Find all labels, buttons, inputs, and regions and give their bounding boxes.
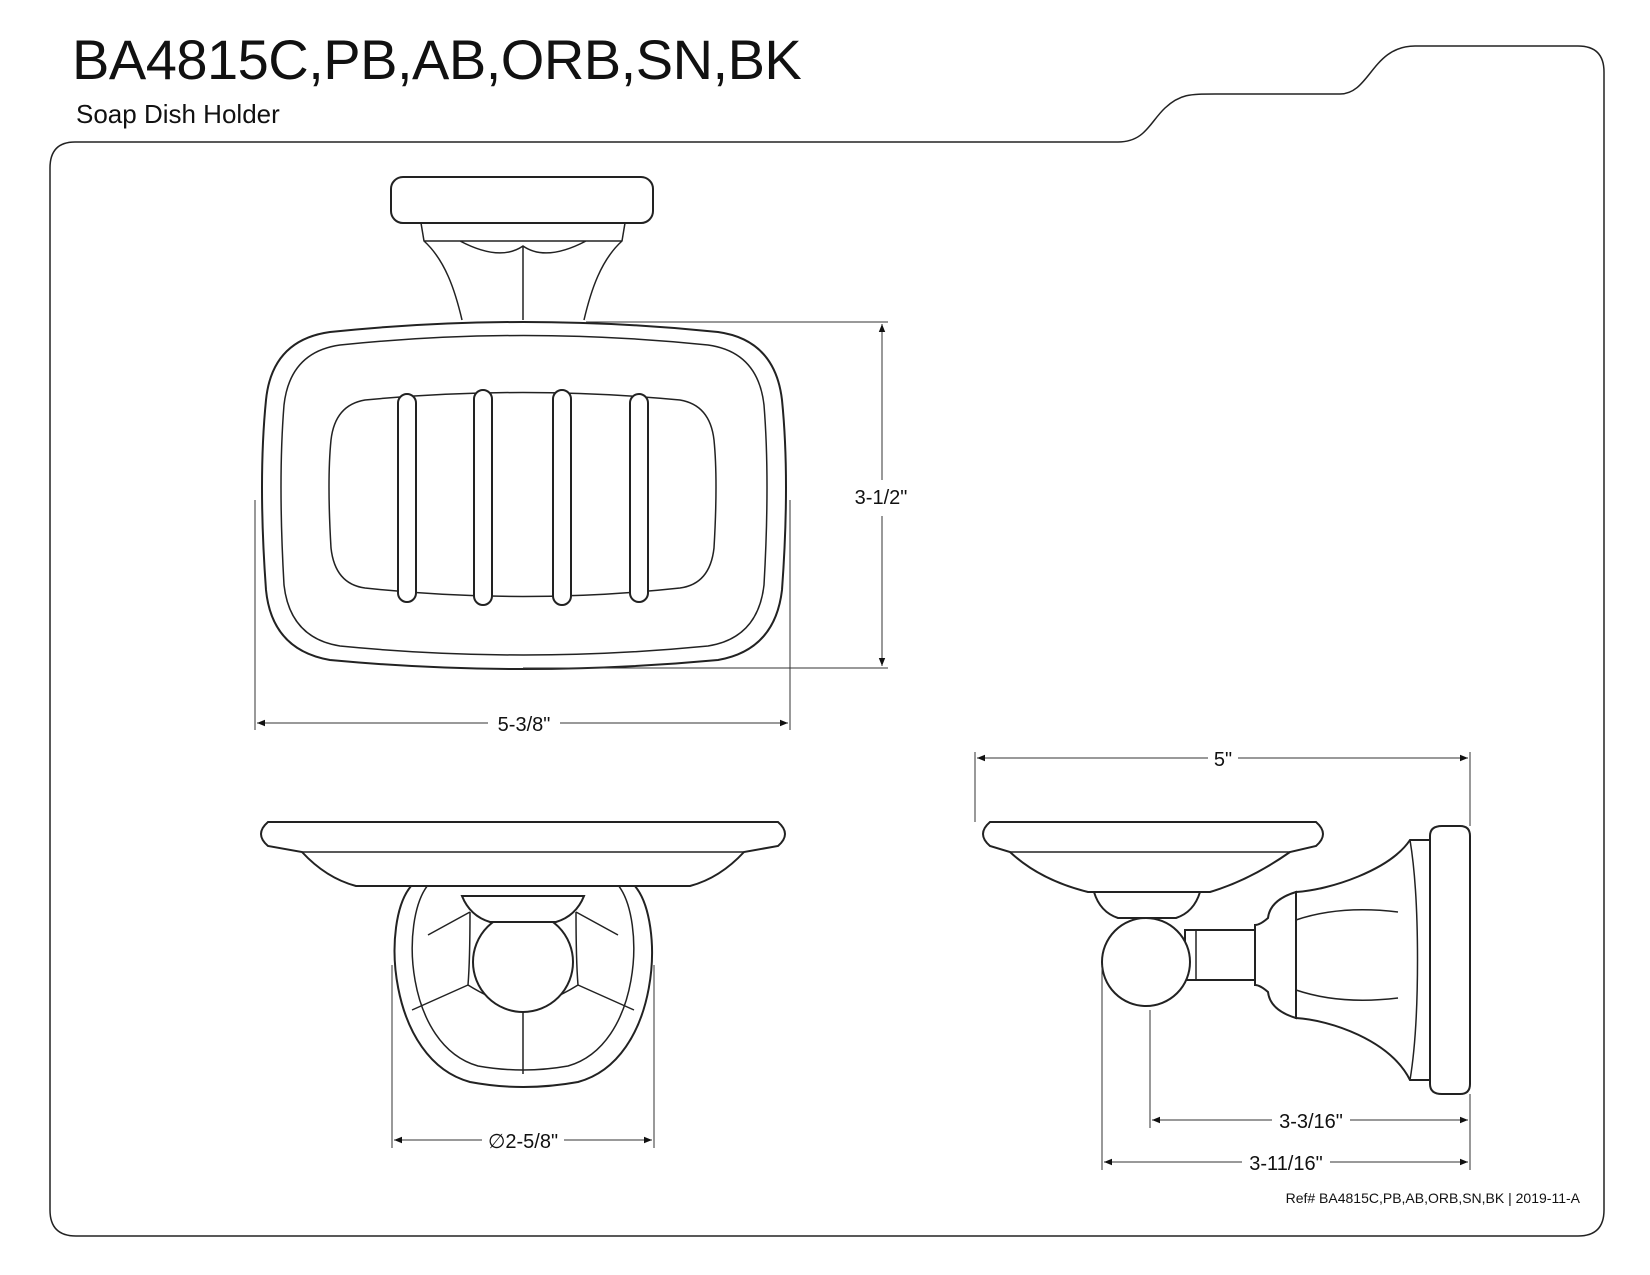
dish-profile [260,821,786,887]
front-view: 3-1/2" 5-3/8" [254,176,908,736]
reference-number: Ref# BA4815C,PB,AB,ORB,SN,BK | 2019-11-A [1285,1190,1580,1206]
bottom-view: ∅2-5/8" [260,821,786,1153]
side-wall-plate [1429,825,1471,1095]
dish-inner-rim [280,334,768,656]
depth-dimension: 5" [1214,749,1232,771]
projection-outer-dimension: 3-11/16" [1249,1153,1322,1175]
width-dimension: 5-3/8" [498,714,551,736]
soap-ribs [397,389,649,606]
mounting-neck [420,222,626,321]
sheet-border [49,45,1605,1237]
dish-outer-rim [261,321,787,670]
wall-plate [390,176,654,224]
hub-ball [472,911,574,1013]
side-flare [1295,839,1431,1081]
drawing-title: BA4815C,PB,AB,ORB,SN,BK [72,28,802,91]
side-hub-ball [1101,917,1191,1007]
side-dish-profile [982,821,1324,893]
soap-well [328,391,717,598]
height-dimension: 3-1/2" [855,487,908,509]
projection-inner-dimension: 3-3/16" [1279,1111,1343,1133]
diameter-dimension: ∅2-5/8" [488,1131,558,1153]
drawing-subtitle: Soap Dish Holder [76,99,280,129]
side-view: 5" 3-3/16" 3-11/16" [974,749,1471,1175]
